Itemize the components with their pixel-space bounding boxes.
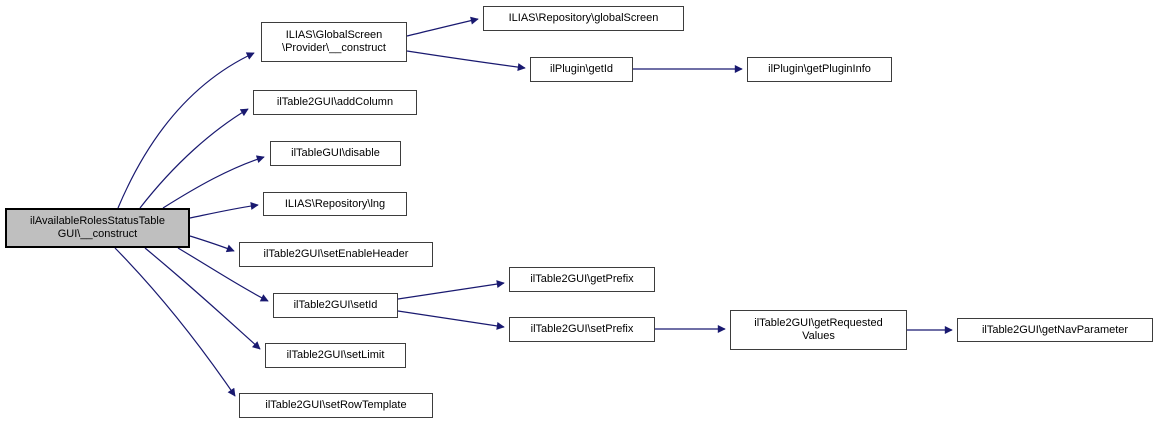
node-iltablegui-disable[interactable]: ilTableGUI\disable <box>270 141 401 166</box>
edge-main-to-setlimit <box>144 247 261 350</box>
node-iltable2gui-setenableheader[interactable]: ilTable2GUI\setEnableHeader <box>239 242 433 267</box>
node-ilplugin-getid[interactable]: ilPlugin\getId <box>530 57 633 82</box>
edge-main-to-lng <box>189 202 259 219</box>
node-iltable2gui-addcolumn[interactable]: ilTable2GUI\addColumn <box>253 90 417 115</box>
edge-main-to-globalscreen-provider-construct <box>117 52 255 209</box>
edge-gsconstruct-to-getid <box>406 50 526 72</box>
edge-gsconstruct-to-globalscreen <box>406 16 479 37</box>
node-repository-lng[interactable]: ILIAS\Repository\lng <box>263 192 407 216</box>
node-iltable2gui-getrequestedvalues[interactable]: ilTable2GUI\getRequested Values <box>730 310 907 350</box>
edge-main-to-setenableheader <box>189 235 235 253</box>
node-iltable2gui-setlimit[interactable]: ilTable2GUI\setLimit <box>265 343 406 368</box>
node-globalscreen-provider-construct[interactable]: ILIAS\GlobalScreen \Provider\__construct <box>261 22 407 62</box>
node-repository-globalscreen[interactable]: ILIAS\Repository\globalScreen <box>483 6 684 31</box>
edge-setid-to-setprefix <box>397 310 505 330</box>
edge-main-to-addcolumn <box>139 108 249 209</box>
node-iltable2gui-setid[interactable]: ilTable2GUI\setId <box>273 293 398 318</box>
node-iltable2gui-getprefix[interactable]: ilTable2GUI\getPrefix <box>509 267 655 292</box>
edge-main-to-setrowtemplate <box>114 247 236 397</box>
edge-main-to-setid <box>177 247 269 302</box>
node-ilavailablerolesstatustablegui-construct: ilAvailableRolesStatusTable GUI\__constr… <box>5 208 190 248</box>
node-ilplugin-getplugininfo[interactable]: ilPlugin\getPluginInfo <box>747 57 892 82</box>
node-iltable2gui-getnavparameter[interactable]: ilTable2GUI\getNavParameter <box>957 318 1153 342</box>
node-iltable2gui-setprefix[interactable]: ilTable2GUI\setPrefix <box>509 317 655 342</box>
node-iltable2gui-setrowtemplate[interactable]: ilTable2GUI\setRowTemplate <box>239 393 433 418</box>
edge-main-to-disable <box>162 155 265 209</box>
edge-setid-to-getprefix <box>397 280 505 300</box>
